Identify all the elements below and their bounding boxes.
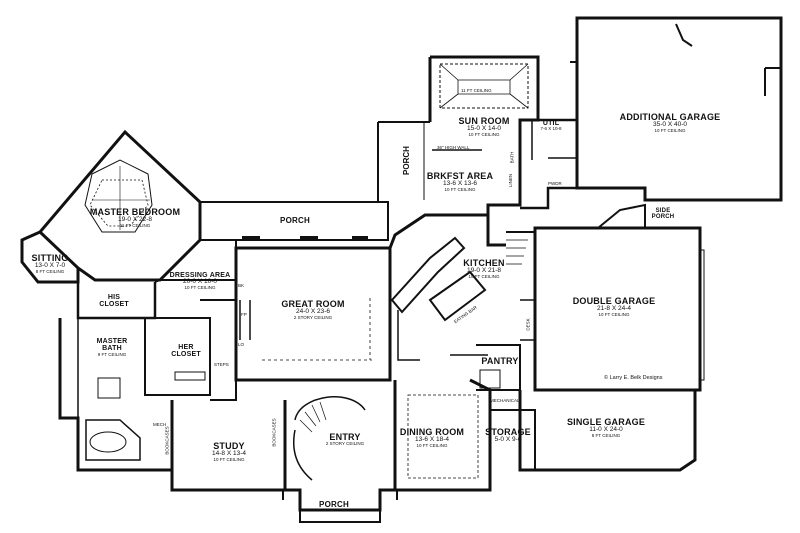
room-ceiling: 10 FT CEILING [416, 443, 448, 449]
room-ceiling: 8 FT CEILING [35, 269, 65, 275]
room-ceiling: 10 FT CEILING [184, 285, 216, 291]
room-dims: 7-6 X 10-8 [540, 126, 562, 132]
room-dims: 21-8 X 24-4 [597, 305, 631, 313]
room-name: ENTRY [329, 432, 361, 442]
bookcases-right-label: BOOKCASES [271, 418, 277, 447]
room-porch-side: PORCH [401, 146, 411, 175]
room-name: STORAGE [485, 427, 531, 437]
room-dining-room: DINING ROOM 13-6 X 18-4 10 FT CEILING [399, 427, 465, 449]
room-name: DOUBLE GARAGE [572, 296, 656, 306]
room-dressing-area: DRESSING AREA 20-0 X 10-0 10 FT CEILING [170, 272, 231, 291]
lo-label: LO [238, 342, 245, 347]
room-brkfst-area: BRKFST AREA 13-6 X 13-6 10 FT CEILING [426, 171, 494, 193]
room-her-closet: HER CLOSET [169, 344, 203, 359]
designer-credit: © Larry E. Belk Designs [604, 375, 663, 381]
bath-label: BATH [509, 151, 515, 164]
room-ceiling: 10 FT CEILING [468, 274, 500, 280]
room-name: BRKFST AREA [426, 171, 494, 181]
room-name: SUN ROOM [458, 116, 510, 126]
high-wall-label: 36" HIGH WALL [437, 145, 470, 150]
room-ceiling: 2 STORY CEILING [325, 441, 365, 447]
room-dims: 13-0 X 7-0 [34, 262, 66, 270]
room-name: DINING ROOM [399, 427, 465, 437]
room-name: MASTER BEDROOM [89, 207, 181, 217]
room-dims: 15-0 X 14-0 [467, 125, 501, 133]
room-ceiling: 11 FT CEILING [119, 223, 151, 229]
room-master-bedroom: MASTER BEDROOM 19-0 X 22-8 11 FT CEILING [89, 207, 181, 229]
room-dims: 19-0 X 21-8 [467, 267, 501, 275]
room-kitchen: KITCHEN 19-0 X 21-8 10 FT CEILING [463, 258, 505, 280]
room-ceiling: 2 STORY CEILING [293, 315, 333, 321]
room-double-garage: DOUBLE GARAGE 21-8 X 24-4 10 FT CEILING [572, 296, 656, 318]
room-sitting: SITTING 13-0 X 7-0 8 FT CEILING [31, 253, 69, 275]
room-ceiling: 10 FT CEILING [213, 457, 245, 463]
room-ceiling: 10 FT CEILING [468, 132, 500, 138]
room-name: HIS CLOSET [99, 294, 129, 309]
room-dims: 19-0 X 22-8 [118, 216, 152, 224]
room-dims: 11-0 X 24-0 [589, 426, 623, 434]
fp-label: FP [241, 312, 247, 317]
room-his-closet: HIS CLOSET [94, 294, 134, 309]
room-dims: 20-0 X 10-0 [183, 278, 217, 286]
room-name: PORCH [319, 500, 349, 509]
room-ceiling: 8 FT CEILING [591, 433, 621, 439]
room-name: ADDITIONAL GARAGE [619, 112, 721, 122]
room-ceiling: 9 FT CEILING [97, 351, 127, 357]
room-entry: ENTRY 2 STORY CEILING [325, 432, 365, 447]
room-name: PORCH [280, 216, 310, 225]
room-dims: 14-8 X 13-4 [212, 450, 246, 458]
room-side-porch: SIDE PORCH [648, 208, 678, 221]
room-util: UTIL 7-6 X 10-8 [540, 120, 561, 132]
room-name: STUDY [213, 441, 245, 451]
sun-ceiling-label: 11 FT CEILING [461, 88, 492, 93]
room-name: DRESSING AREA [169, 272, 231, 279]
room-pantry: PANTRY [481, 356, 519, 366]
room-porch-front: PORCH [319, 500, 349, 509]
room-ceiling: 10 FT CEILING [598, 312, 630, 318]
room-dims: 35-0 X 40-0 [653, 121, 687, 129]
room-name: SIDE PORCH [651, 208, 675, 221]
bookcases-left-label: BOOKCASES [164, 426, 170, 455]
room-name: HER CLOSET [171, 344, 201, 359]
room-name: KITCHEN [463, 258, 505, 268]
room-dims: 13-6 X 18-4 [415, 436, 449, 444]
desk-label: DESK [525, 318, 531, 331]
mechanical-label: MECHANICAL [490, 398, 520, 403]
room-great-room: GREAT ROOM 24-0 X 23-6 2 STORY CEILING [281, 299, 345, 321]
pwdr-label: PWDR [548, 181, 562, 186]
room-name: UTIL [542, 120, 560, 127]
bk-label: BK [238, 283, 245, 288]
steps-label: STEPS [214, 362, 229, 367]
room-additional-garage: ADDITIONAL GARAGE 35-0 X 40-0 10 FT CEIL… [619, 112, 721, 134]
mech-label: MECH [153, 422, 167, 427]
room-dims: 13-6 X 13-6 [443, 180, 477, 188]
linen-label: LINEN [508, 173, 514, 188]
room-name: MASTER BATH [96, 338, 128, 353]
room-name: SITTING [31, 253, 69, 263]
room-name: SINGLE GARAGE [566, 417, 646, 427]
room-name: GREAT ROOM [281, 299, 345, 309]
room-porch-rear: PORCH [280, 216, 310, 225]
room-ceiling: 10 FT CEILING [654, 128, 686, 134]
room-name: PANTRY [481, 356, 519, 366]
room-master-bath: MASTER BATH 9 FT CEILING [95, 338, 129, 357]
room-storage: STORAGE 5-0 X 9-6 [485, 427, 531, 444]
room-sun-room: SUN ROOM 15-0 X 14-0 10 FT CEILING [458, 116, 510, 138]
room-study: STUDY 14-8 X 13-4 10 FT CEILING [212, 441, 246, 463]
room-single-garage: SINGLE GARAGE 11-0 X 24-0 8 FT CEILING [566, 417, 646, 439]
room-dims: 24-0 X 23-6 [296, 308, 330, 316]
room-ceiling: 10 FT CEILING [444, 187, 476, 193]
room-dims: 5-0 X 9-6 [494, 436, 522, 444]
